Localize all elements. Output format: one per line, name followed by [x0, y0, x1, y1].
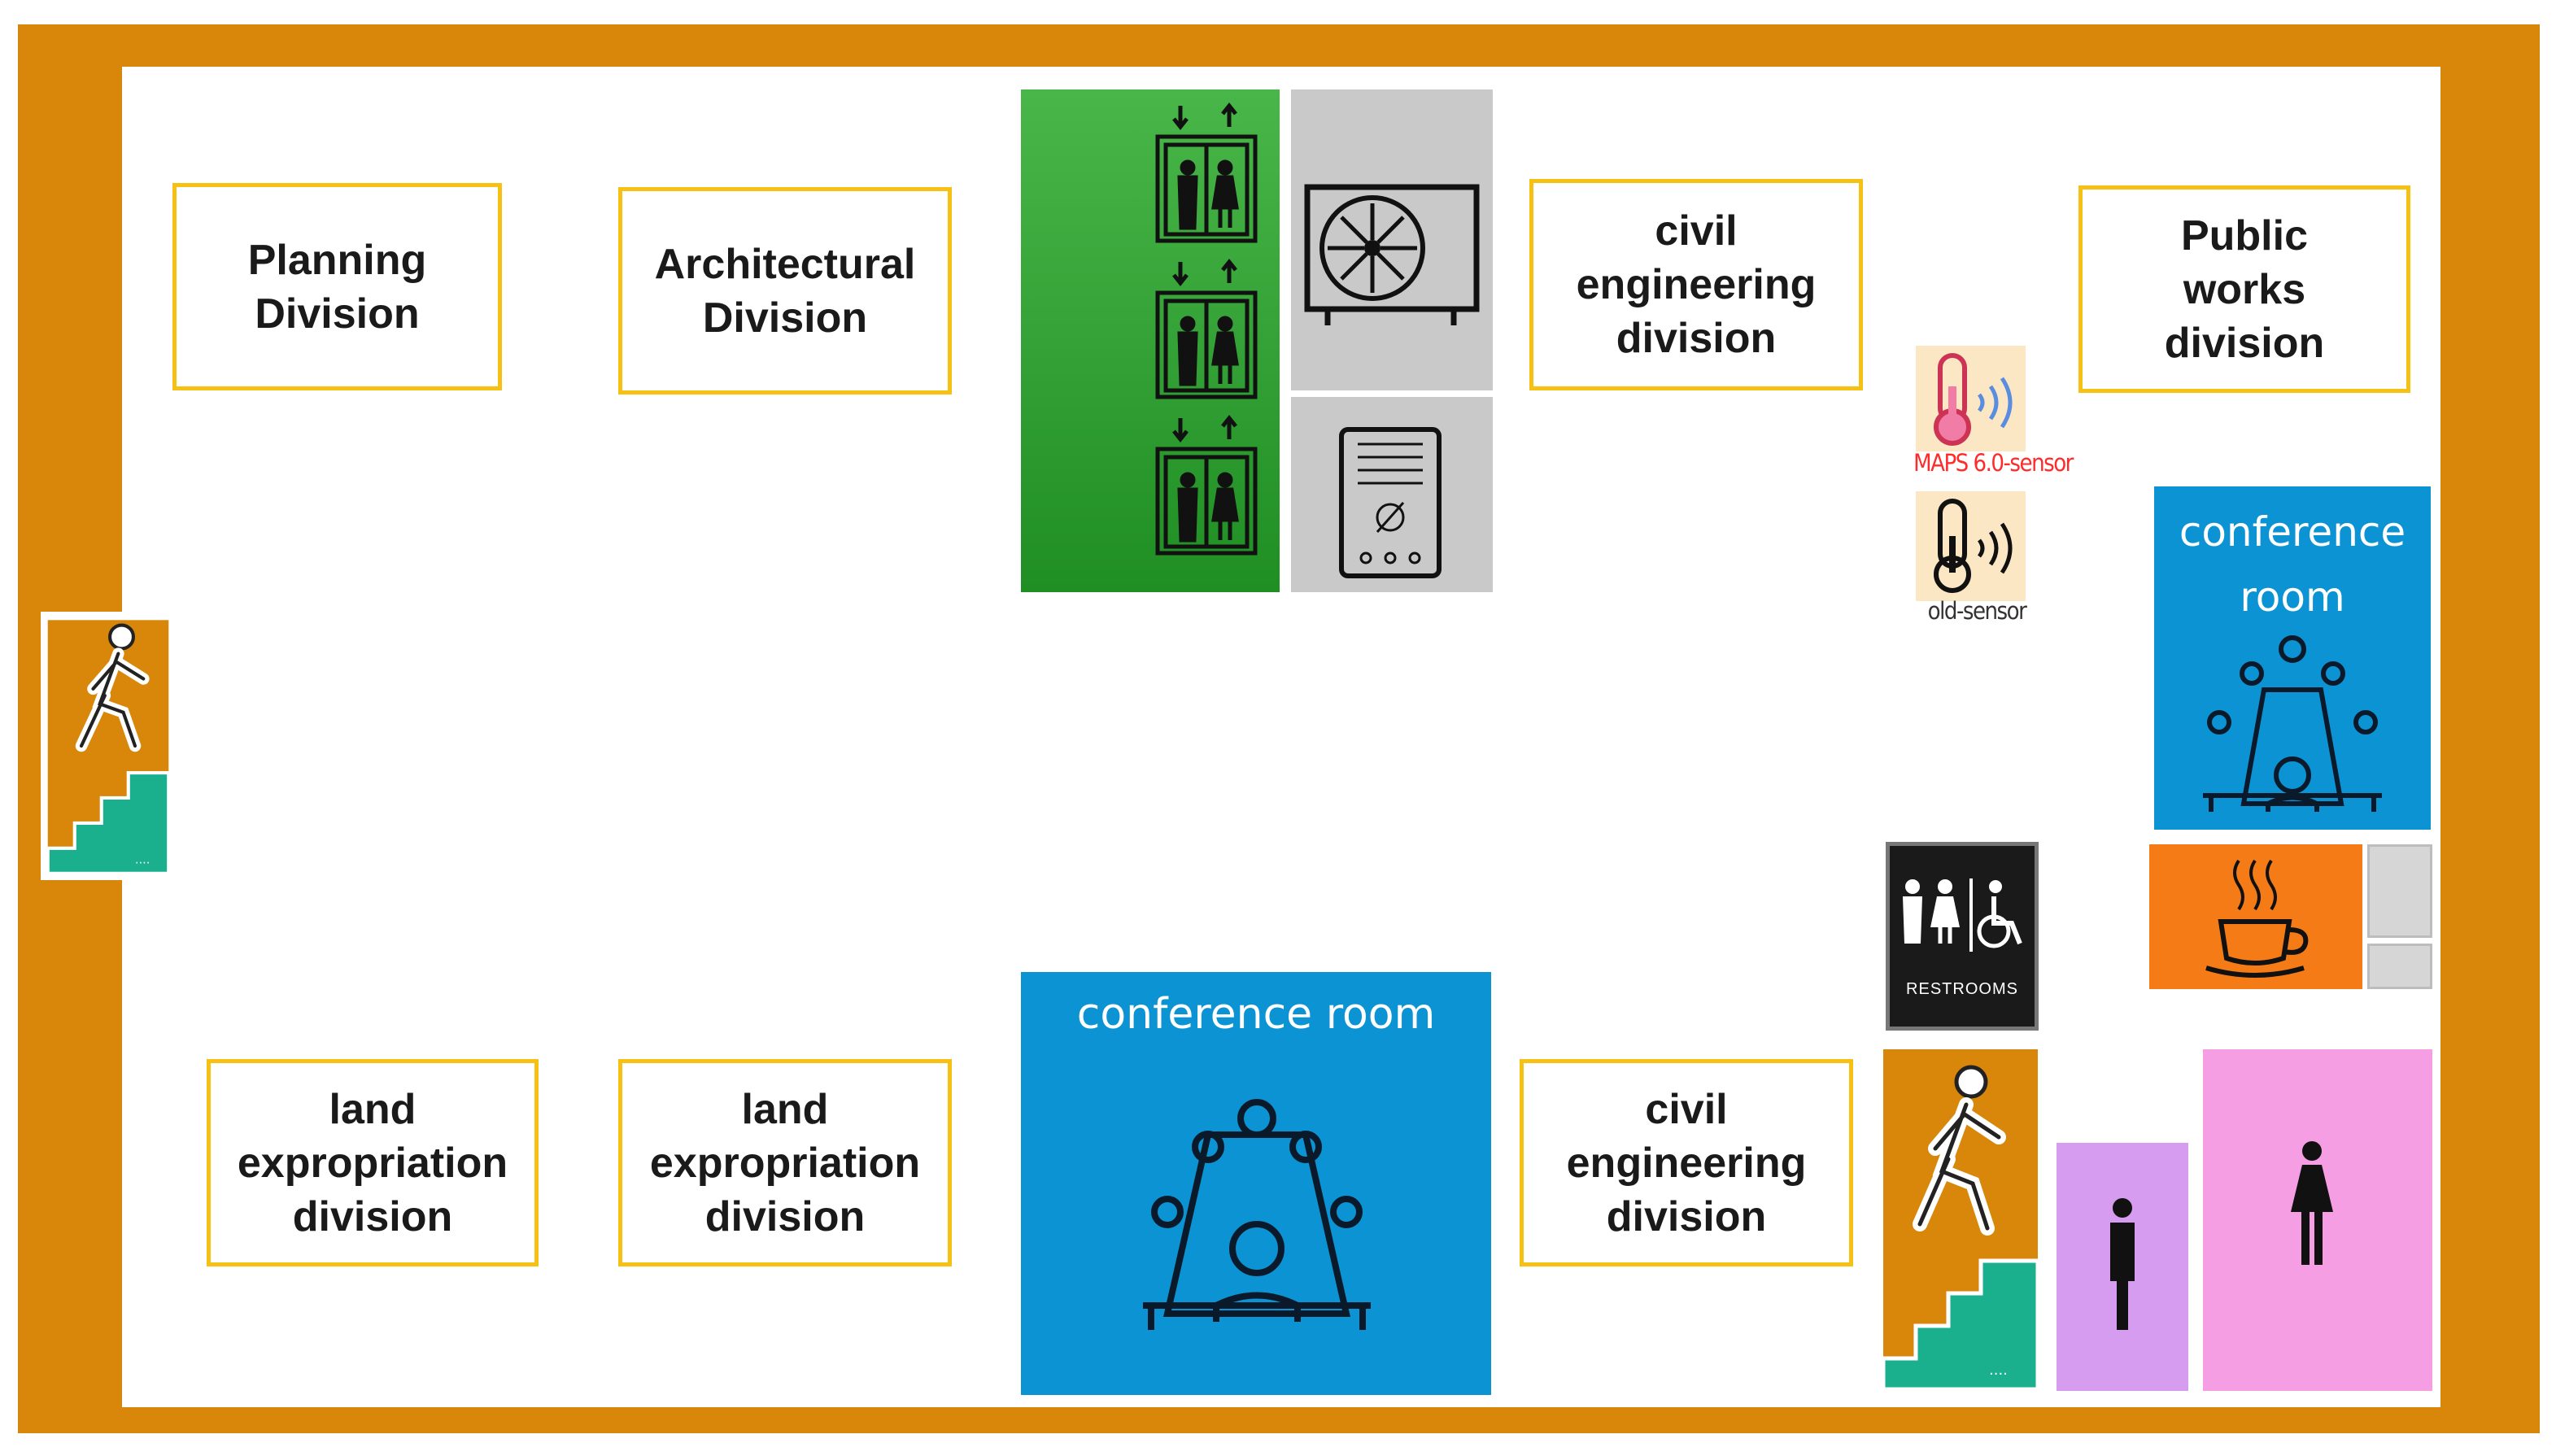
ac-unit-tile: [1291, 89, 1493, 390]
conference-room-bottom-label: conference room: [1076, 990, 1436, 1039]
land-expropriation-division-b: land expropriation division: [618, 1059, 952, 1266]
stairs-icon: ....: [46, 620, 171, 875]
restroom-sign: RESTROOMS: [1886, 842, 2039, 1031]
civil-engineering-division-bottom: civil engineering division: [1520, 1059, 1853, 1266]
meeting-icon: [1143, 1099, 1371, 1330]
stairs-right: ....: [1883, 1049, 2038, 1389]
restroom-sign-icon: [1903, 878, 2022, 952]
maps-sensor: [1916, 346, 2026, 451]
coffee-cup-icon: [2205, 859, 2309, 978]
ac-unit-icon: [1304, 184, 1480, 325]
mens-room: [2057, 1143, 2188, 1391]
old-sensor: [1916, 491, 2026, 601]
conference-room-right-label: conference room: [2179, 508, 2406, 621]
stairs-left: ....: [41, 612, 176, 880]
server-tile: [1291, 397, 1493, 592]
architectural-division: Architectural Division: [618, 187, 952, 395]
conference-room-right: conference room: [2154, 486, 2431, 830]
restroom-sign-label: RESTROOMS: [1906, 980, 2018, 998]
maps-sensor-label: MAPS 6.0-sensor: [1913, 449, 2074, 477]
public-works-division: Public works division: [2078, 185, 2410, 393]
meeting-icon: [2203, 635, 2382, 812]
stairs-icon: ....: [1883, 1065, 2038, 1389]
womens-room: [2203, 1049, 2432, 1391]
old-sensor-label: old-sensor: [1927, 597, 2027, 625]
storage-box-bottom: [2367, 944, 2432, 989]
land-expropriation-division-a: land expropriation division: [207, 1059, 539, 1266]
thermometer-sensor-icon: [1934, 353, 2013, 446]
server-icon: [1339, 427, 1442, 578]
storage-box-top: [2367, 844, 2432, 938]
thermometer-sensor-icon: [1934, 499, 2013, 593]
conference-room-bottom: conference room: [1021, 972, 1491, 1395]
cafe-area: [2149, 844, 2362, 989]
woman-icon: [2291, 1141, 2333, 1265]
elevator-bank: [1021, 89, 1280, 592]
planning-division: Planning Division: [172, 183, 502, 390]
civil-engineering-division-top: civil engineering division: [1529, 179, 1863, 390]
man-icon: [2110, 1198, 2135, 1330]
elevator-icon: [1155, 102, 1258, 592]
svg-text:....: ....: [1989, 1362, 2008, 1379]
svg-text:....: ....: [135, 853, 150, 866]
